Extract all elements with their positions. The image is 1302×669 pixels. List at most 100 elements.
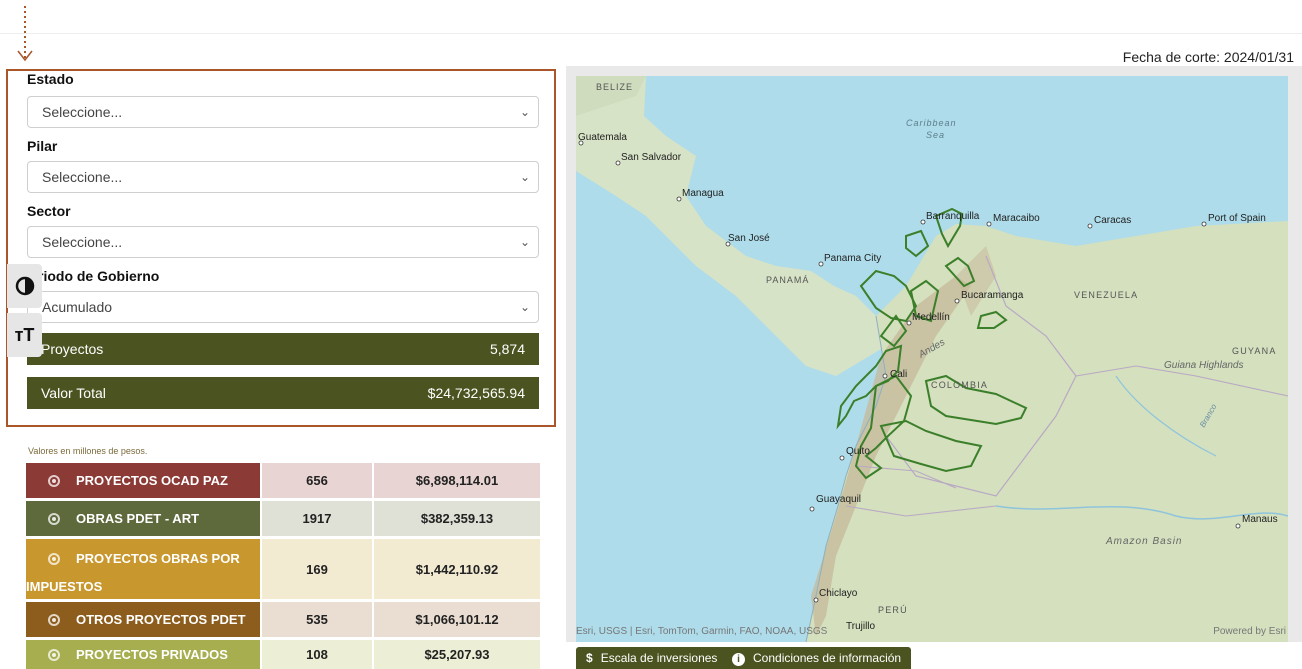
chevron-down-icon: ⌄	[519, 105, 530, 119]
estado-select-value: Seleccione...	[42, 104, 123, 120]
summary-row-obras-pdet-art[interactable]: OBRAS PDET - ART 1917 $382,359.13	[26, 501, 540, 536]
map-label-colombia: COLOMBIA	[931, 380, 988, 390]
map-label-sea: Sea	[926, 130, 945, 140]
radio-icon[interactable]	[48, 552, 60, 565]
header-divider	[0, 33, 1302, 34]
map-label-caribbean: Caribbean	[906, 118, 957, 128]
pilar-select-value: Seleccione...	[42, 169, 123, 185]
map-label-peru: PERÚ	[878, 605, 908, 615]
summary-row-otros-pdet[interactable]: OTROS PROYECTOS PDET 535 $1,066,101.12	[26, 602, 540, 637]
map-label-caracas: Caracas	[1094, 215, 1131, 226]
scroll-down-arrow-icon[interactable]	[14, 4, 36, 64]
map-container: BELIZE Caribbean Sea Guatemala San Salva…	[566, 66, 1302, 642]
condiciones-label: Condiciones de información	[753, 651, 902, 665]
map-label-guayaquil: Guayaquil	[816, 494, 861, 505]
summary-name-cell[interactable]: PROYECTOS OCAD PAZ	[26, 463, 260, 498]
summary-count: 108	[262, 640, 372, 669]
summary-name-cell[interactable]: OTROS PROYECTOS PDET	[26, 602, 260, 637]
summary-name: OBRAS PDET - ART	[76, 511, 200, 526]
summary-amount: $382,359.13	[374, 501, 540, 536]
map-label-maracaibo: Maracaibo	[993, 213, 1040, 224]
escala-label: Escala de inversiones	[600, 651, 718, 665]
map-label-guyana: GUYANA	[1232, 346, 1277, 356]
map-label-san-salvador: San Salvador	[621, 152, 682, 163]
radio-icon[interactable]	[48, 613, 60, 626]
map-label-cali: Cali	[890, 369, 907, 380]
map-attribution: Esri, USGS | Esri, TomTom, Garmin, FAO, …	[576, 626, 1290, 638]
sector-select-value: Seleccione...	[42, 234, 123, 250]
map-label-barranquilla: Barranquilla	[926, 211, 980, 222]
map-view[interactable]: BELIZE Caribbean Sea Guatemala San Salva…	[576, 76, 1288, 642]
map-label-trujillo: Trujillo	[846, 621, 876, 632]
map-label-medellin: Medellín	[912, 312, 950, 323]
summary-name-cell[interactable]: PROYECTOS OBRAS POR IMPUESTOS	[26, 539, 260, 599]
map-label-manaus: Manaus	[1242, 514, 1278, 525]
escala-inversiones-button[interactable]: $ Escala de inversiones	[576, 647, 728, 669]
text-size-icon: тТ	[14, 324, 35, 345]
map-label-managua: Managua	[682, 188, 724, 199]
estado-select[interactable]: Seleccione... ⌄	[27, 96, 539, 128]
map-label-belize: BELIZE	[596, 82, 633, 92]
summary-count: 169	[262, 539, 372, 599]
summary-row-obras-por-impuestos[interactable]: PROYECTOS OBRAS POR IMPUESTOS 169 $1,442…	[26, 539, 540, 599]
summary-name-line2: IMPUESTOS	[26, 579, 103, 594]
map-label-port-of-spain: Port of Spain	[1208, 213, 1266, 224]
attribution-text: Esri, USGS | Esri, TomTom, Garmin, FAO, …	[576, 626, 828, 637]
valor-total-bar: Valor Total $24,732,565.94	[27, 377, 539, 409]
summary-amount: $1,442,110.92	[374, 539, 540, 599]
summary-name-cell[interactable]: PROYECTOS PRIVADOS	[26, 640, 260, 669]
pilar-select[interactable]: Seleccione... ⌄	[27, 161, 539, 193]
periodo-label: riodo de Gobierno	[38, 268, 160, 284]
summary-name-line1: PROYECTOS OBRAS POR	[76, 551, 240, 566]
valor-total-value: $24,732,565.94	[427, 385, 525, 401]
map-label-bucaramanga: Bucaramanga	[961, 290, 1024, 301]
summary-count: 656	[262, 463, 372, 498]
summary-name: PROYECTOS PRIVADOS	[76, 647, 228, 662]
summary-amount: $25,207.93	[374, 640, 540, 669]
map-label-san-jose: San José	[728, 233, 770, 244]
pilar-label: Pilar	[27, 138, 58, 154]
proyectos-value: 5,874	[489, 341, 525, 357]
chevron-down-icon: ⌄	[519, 300, 530, 314]
map-label-panama: PANAMÁ	[766, 275, 809, 285]
summary-name-cell[interactable]: OBRAS PDET - ART	[26, 501, 260, 536]
text-size-button[interactable]: тТ	[7, 313, 42, 357]
radio-icon[interactable]	[48, 512, 60, 525]
condiciones-informacion-button[interactable]: i Condiciones de información	[722, 647, 912, 669]
summary-amount: $6,898,114.01	[374, 463, 540, 498]
chevron-down-icon: ⌄	[519, 170, 530, 184]
dollar-icon: $	[586, 651, 593, 665]
summary-name: OTROS PROYECTOS PDET	[76, 612, 246, 627]
info-icon: i	[732, 653, 745, 666]
map-label-quito: Quito	[846, 446, 870, 457]
proyectos-label: Proyectos	[41, 341, 104, 357]
radio-icon[interactable]	[48, 648, 60, 661]
radio-icon[interactable]	[48, 474, 60, 487]
summary-count: 1917	[262, 501, 372, 536]
sector-label: Sector	[27, 203, 71, 219]
periodo-select-value: Acumulado	[42, 299, 113, 315]
map-label-venezuela: VENEZUELA	[1074, 290, 1138, 300]
filter-panel: Estado Seleccione... ⌄ Pilar Seleccione.…	[6, 69, 556, 427]
summary-amount: $1,066,101.12	[374, 602, 540, 637]
summary-row-privados[interactable]: PROYECTOS PRIVADOS 108 $25,207.93	[26, 640, 540, 669]
map-label-panama-city: Panama City	[824, 253, 881, 264]
proyectos-count-bar: Proyectos 5,874	[27, 333, 539, 365]
periodo-select[interactable]: Acumulado ⌄	[27, 291, 539, 323]
summary-name: PROYECTOS OCAD PAZ	[76, 473, 228, 488]
map-label-amazon-basin: Amazon Basin	[1105, 536, 1182, 547]
contrast-toggle-button[interactable]	[7, 264, 42, 308]
summary-row-ocad-paz[interactable]: PROYECTOS OCAD PAZ 656 $6,898,114.01	[26, 463, 540, 498]
contrast-icon	[15, 276, 34, 296]
sector-select[interactable]: Seleccione... ⌄	[27, 226, 539, 258]
chevron-down-icon: ⌄	[519, 235, 530, 249]
map-label-chiclayo: Chiclayo	[819, 588, 858, 599]
powered-by-esri-link[interactable]: Powered by Esri	[1213, 626, 1286, 637]
cutoff-date: Fecha de corte: 2024/01/31	[1122, 49, 1294, 65]
summary-count: 535	[262, 602, 372, 637]
estado-label: Estado	[27, 71, 74, 87]
map-label-guatemala: Guatemala	[578, 132, 627, 143]
map-label-guiana-highlands: Guiana Highlands	[1164, 360, 1244, 371]
valor-total-label: Valor Total	[41, 385, 106, 401]
values-note: Valores en millones de pesos.	[28, 446, 148, 456]
